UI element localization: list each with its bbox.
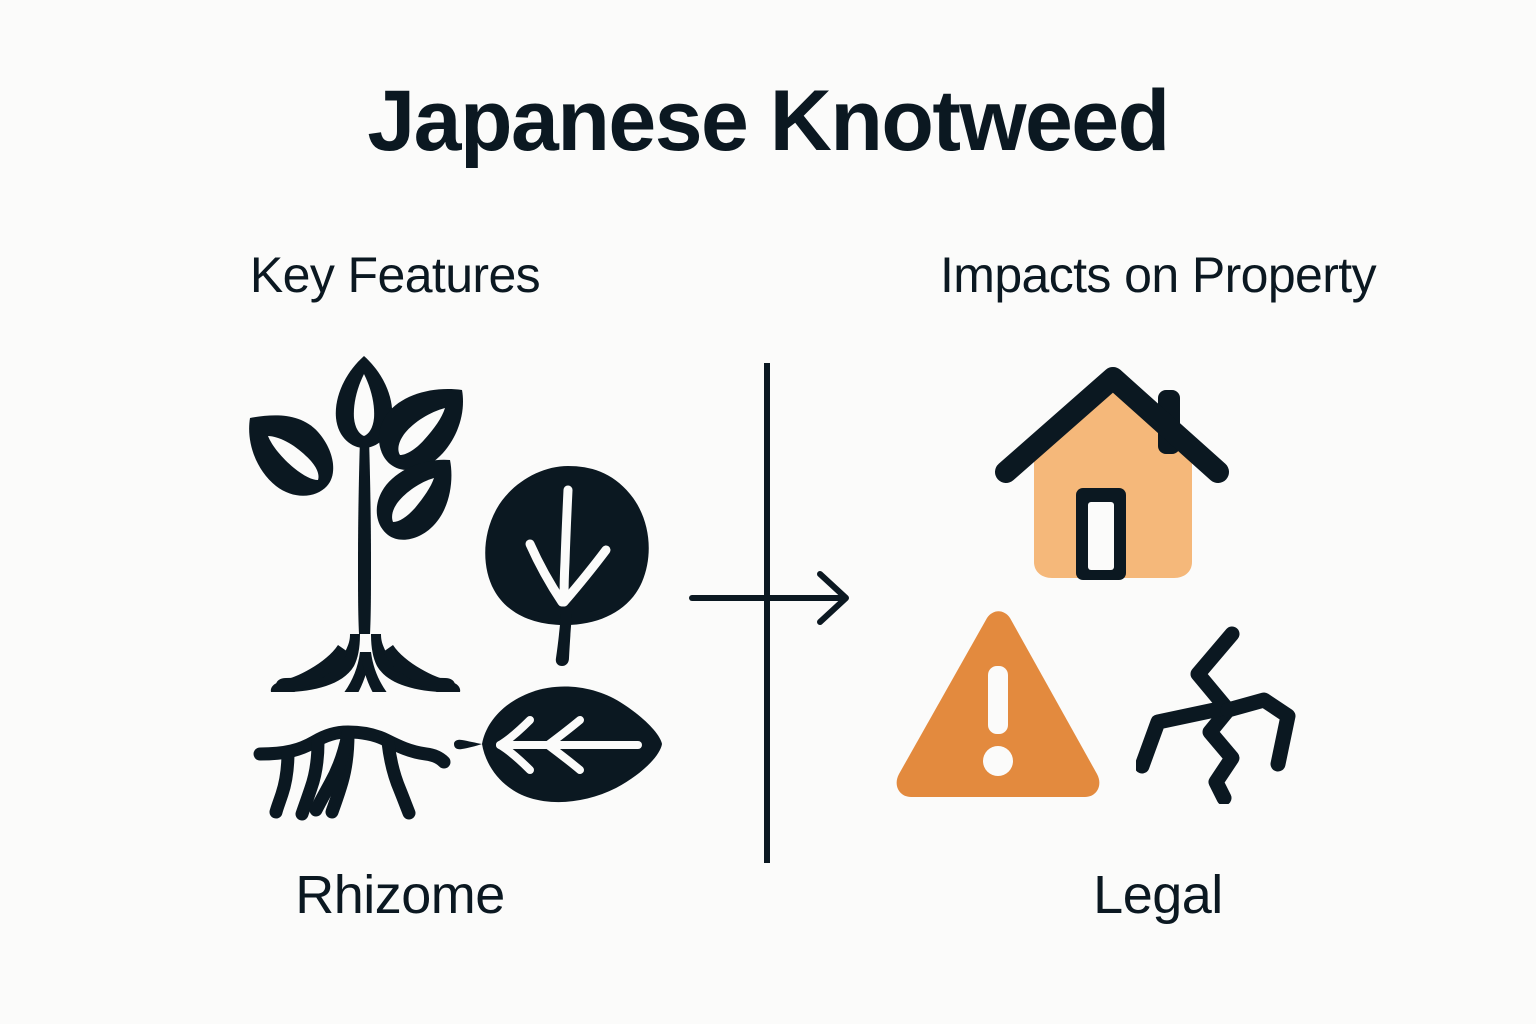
- sprout-plant-with-roots-icon: [242, 352, 492, 692]
- roof: [995, 367, 1229, 483]
- exclamation-dot: [983, 746, 1013, 776]
- house-icon: [992, 362, 1232, 584]
- left-column-heading: Key Features: [249, 247, 541, 303]
- wall-crack-icon: [1136, 626, 1302, 804]
- leaf-arrow-down-icon: [482, 462, 652, 667]
- right-arrow-icon: [689, 571, 849, 625]
- left-column-label: Rhizome: [295, 865, 505, 925]
- warning-triangle-icon: [892, 606, 1104, 806]
- vertical-divider-with-right-arrow: [688, 362, 853, 864]
- door-panel: [1088, 502, 1114, 570]
- exclamation-bar: [988, 666, 1008, 734]
- leaf-arrow-left-icon: [452, 682, 667, 807]
- right-column-label: Legal: [1093, 865, 1223, 925]
- page-title: Japanese Knotweed: [367, 73, 1170, 169]
- rhizome-root-icon: [252, 712, 452, 822]
- right-column-heading: Impacts on Property: [939, 247, 1377, 303]
